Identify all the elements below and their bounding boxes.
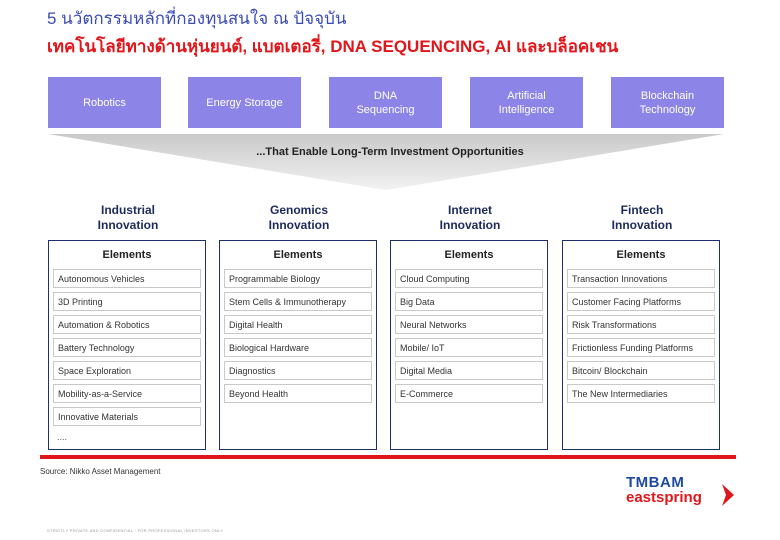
list-item: Neural Networks bbox=[395, 315, 543, 334]
list-item: Bitcoin/ Blockchain bbox=[567, 361, 715, 380]
tech-box-label: DNA Sequencing bbox=[356, 89, 415, 116]
list-item: Frictionless Funding Platforms bbox=[567, 338, 715, 357]
list-item: Biological Hardware bbox=[224, 338, 372, 357]
elements-header: Elements bbox=[102, 249, 152, 261]
list-item: Customer Facing Platforms bbox=[567, 292, 715, 311]
tech-box-label: Artificial Intelligence bbox=[498, 89, 555, 116]
tech-box-energy-storage: Energy Storage bbox=[188, 77, 301, 128]
company-logo: TMBAM eastspring bbox=[626, 474, 736, 510]
column-title-text: Internet Innovation bbox=[439, 203, 501, 232]
funnel-caption: ...That Enable Long-Term Investment Oppo… bbox=[256, 146, 524, 158]
page-title: 5 นวัตกรรมหลักที่กองทุนสนใจ ณ ปัจจุบัน bbox=[47, 9, 347, 28]
list-more: .... bbox=[57, 432, 68, 442]
list-item: Automation & Robotics bbox=[53, 315, 201, 334]
list-item: Digital Media bbox=[395, 361, 543, 380]
list-item: E-Commerce bbox=[395, 384, 543, 403]
elements-header: Elements bbox=[273, 249, 323, 261]
list-item: Stem Cells & Immunotherapy bbox=[224, 292, 372, 311]
column-title-genomics: Genomics Innovation bbox=[219, 203, 379, 233]
elements-header: Elements bbox=[444, 249, 494, 261]
confidential-footer: STRICTLY PRIVATE AND CONFIDENTIAL · FOR … bbox=[47, 528, 224, 533]
column-title-internet: Internet Innovation bbox=[390, 203, 550, 233]
list-item: Mobility-as-a-Service bbox=[53, 384, 201, 403]
column-title-industrial: Industrial Innovation bbox=[48, 203, 208, 233]
tech-box-blockchain: Blockchain Technology bbox=[611, 77, 724, 128]
tech-box-dna-sequencing: DNA Sequencing bbox=[329, 77, 442, 128]
tech-box-label: Blockchain Technology bbox=[639, 89, 696, 116]
list-item: Digital Health bbox=[224, 315, 372, 334]
list-item: Mobile/ IoT bbox=[395, 338, 543, 357]
logo-line2: eastspring bbox=[626, 489, 702, 506]
list-item: Autonomous Vehicles bbox=[53, 269, 201, 288]
column-title-text: Genomics Innovation bbox=[268, 203, 330, 232]
divider-line bbox=[40, 455, 736, 459]
tech-box-ai: Artificial Intelligence bbox=[470, 77, 583, 128]
list-item: Big Data bbox=[395, 292, 543, 311]
column-internet: Elements Cloud Computing Big Data Neural… bbox=[390, 240, 548, 450]
column-industrial: Elements Autonomous Vehicles 3D Printing… bbox=[48, 240, 206, 450]
column-title-text: Fintech Innovation bbox=[611, 203, 673, 232]
list-item: Transaction Innovations bbox=[567, 269, 715, 288]
source-note: Source: Nikko Asset Management bbox=[40, 467, 161, 476]
list-item: Beyond Health bbox=[224, 384, 372, 403]
list-item: Cloud Computing bbox=[395, 269, 543, 288]
list-item: 3D Printing bbox=[53, 292, 201, 311]
technology-row: Robotics Energy Storage DNA Sequencing A… bbox=[48, 77, 724, 128]
column-title-text: Industrial Innovation bbox=[97, 203, 159, 232]
logo-line1: TMBAM bbox=[626, 474, 685, 491]
column-fintech: Elements Transaction Innovations Custome… bbox=[562, 240, 720, 450]
tech-box-robotics: Robotics bbox=[48, 77, 161, 128]
list-item: Space Exploration bbox=[53, 361, 201, 380]
list-item: Risk Transformations bbox=[567, 315, 715, 334]
list-item: The New Intermediaries bbox=[567, 384, 715, 403]
list-item: Diagnostics bbox=[224, 361, 372, 380]
column-title-fintech: Fintech Innovation bbox=[562, 203, 722, 233]
list-item: Programmable Biology bbox=[224, 269, 372, 288]
elements-header: Elements bbox=[616, 249, 666, 261]
funnel-shape bbox=[48, 134, 724, 190]
list-item: Battery Technology bbox=[53, 338, 201, 357]
column-genomics: Elements Programmable Biology Stem Cells… bbox=[219, 240, 377, 450]
chevron-right-icon bbox=[722, 484, 734, 506]
list-item: Innovative Materials bbox=[53, 407, 201, 426]
page-subtitle: เทคโนโลยีทางด้านหุ่นยนต์, แบตเตอรี่, DNA… bbox=[47, 37, 619, 56]
